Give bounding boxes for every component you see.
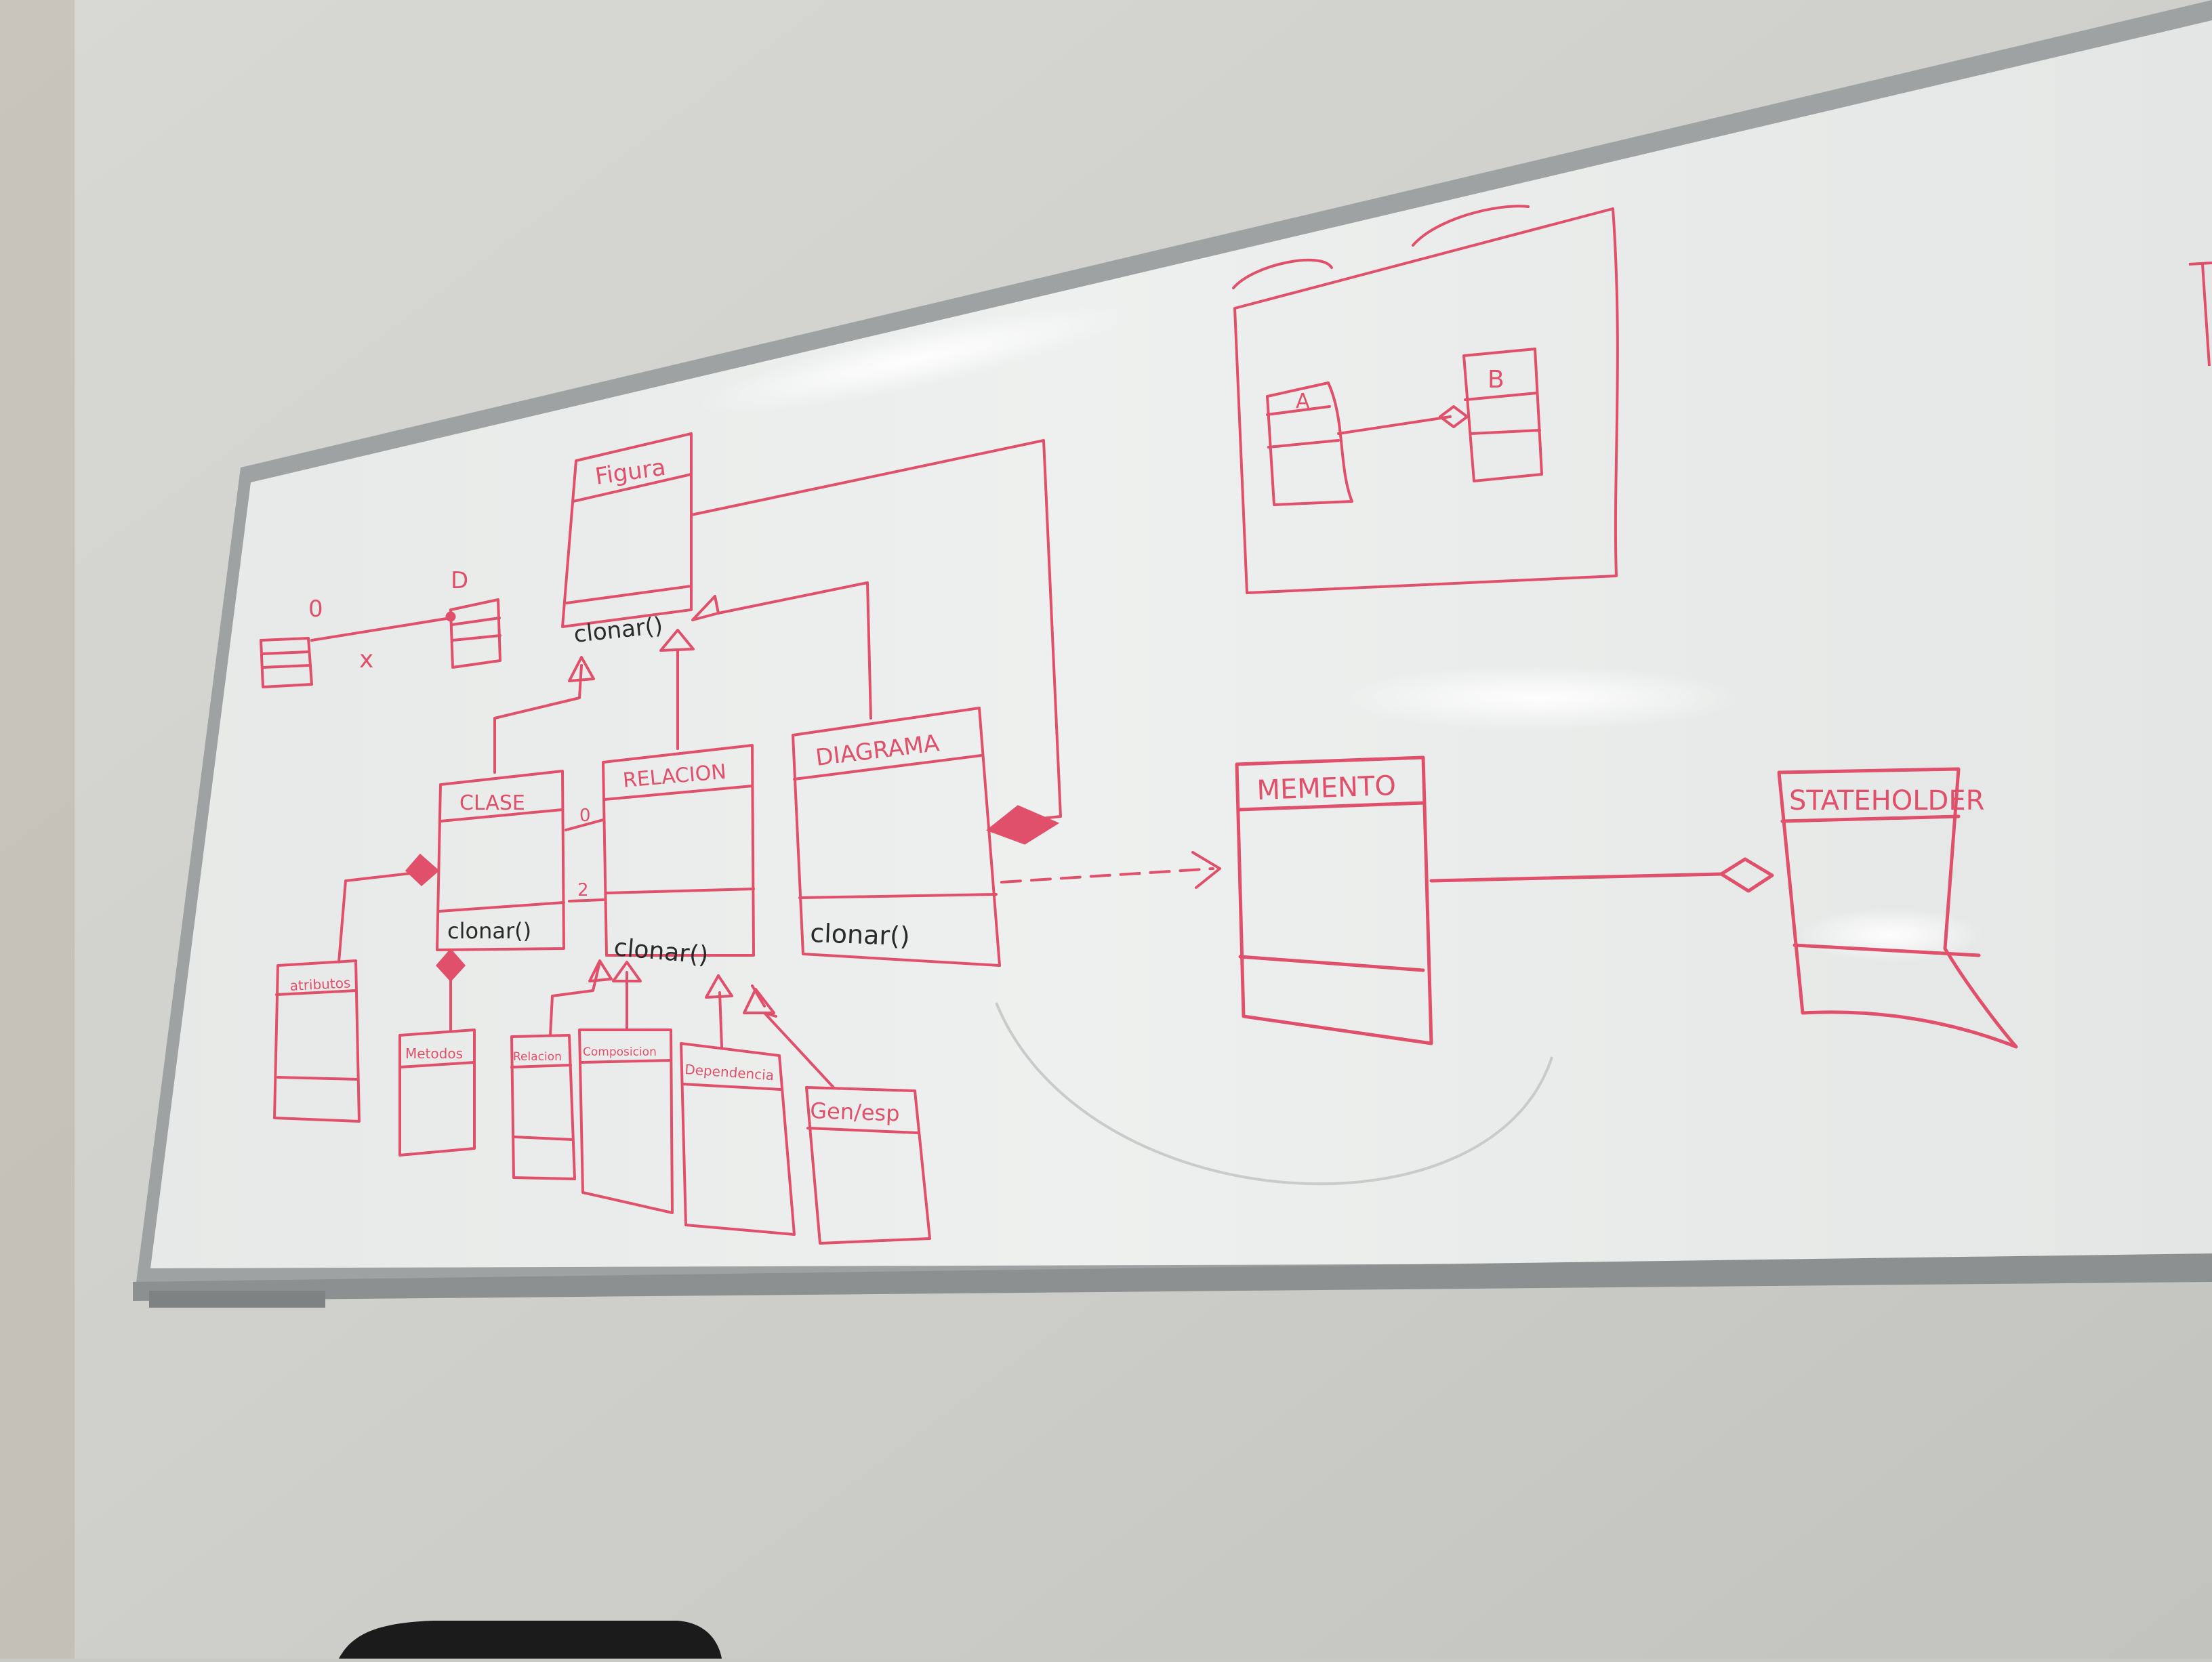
atributos-dividers	[275, 989, 359, 1081]
multiplicity-d-label: D	[451, 567, 468, 594]
clase-label: CLASE	[459, 791, 525, 815]
metodos-divider	[398, 1061, 476, 1068]
eraser	[149, 1291, 325, 1308]
composicion-label: Composicion	[583, 1045, 657, 1059]
ab-frame	[1233, 207, 1619, 594]
ab-top-arc-left	[1232, 258, 1333, 289]
multiplicity-x-label: x	[359, 646, 373, 673]
diagrama-box	[792, 707, 1001, 967]
ab-association	[1337, 415, 1452, 435]
diagrama-inheritance-line	[717, 581, 872, 720]
memento-label: MEMENTO	[1256, 770, 1397, 806]
gen-esp-inheritance-arrow	[743, 988, 775, 1014]
dependencia-inheritance-arrow	[705, 974, 733, 999]
box-b-label: B	[1488, 366, 1504, 394]
clase-method-label: clonar()	[447, 918, 531, 944]
memento-box	[1235, 755, 1433, 1045]
memento-dependency-line	[1000, 867, 1214, 884]
clase-inheritance-arrow	[568, 656, 595, 682]
relacion-dividers	[603, 785, 755, 894]
diagrama-inheritance-arrow	[691, 595, 720, 621]
glare-middle	[1335, 665, 1742, 730]
memento-stateholder-link	[1429, 872, 1723, 883]
atributos-box	[273, 959, 361, 1123]
relacion-inheritance-arrow	[659, 629, 695, 652]
composicion-box	[578, 1029, 674, 1214]
ab-sketch	[1232, 205, 1619, 594]
stateholder-label: STATEHOLDER	[1789, 785, 1984, 816]
chair-silhouette	[339, 1621, 722, 1659]
diagrama-aggregation-diamond	[985, 805, 1060, 845]
multiplicity-0-label: 0	[308, 596, 323, 623]
assoc-right-box	[449, 598, 501, 669]
stateholder-aggregation-diamond	[1719, 857, 1774, 893]
figura-dividers	[565, 473, 693, 604]
filled-diamonds	[405, 611, 1060, 982]
relacion-sub-dividers	[510, 1064, 574, 1141]
assoc-dot	[445, 611, 456, 622]
clase-inheritance-line	[493, 664, 583, 774]
right-edge-sketch	[2188, 262, 2212, 367]
diagrama-dividers	[793, 754, 998, 899]
memento-dependency-arrowhead	[1191, 851, 1221, 889]
relacion-sub-label: Relacion	[513, 1050, 562, 1064]
erased-arc	[995, 1002, 1553, 1186]
relacion-clase-links	[565, 818, 605, 902]
relacion-sub-inheritance-line	[549, 961, 601, 1037]
assoc-left-box	[260, 637, 313, 688]
dependencia-box	[680, 1042, 796, 1236]
box-a	[1266, 381, 1353, 506]
clase-metodos-diamond	[435, 948, 466, 982]
atributos-link	[337, 869, 435, 963]
relacion-box	[602, 744, 755, 957]
assoc-right-dividers	[451, 617, 501, 642]
gen-esp-label: Gen/esp	[810, 1098, 900, 1127]
memento-dividers	[1237, 801, 1427, 972]
assoc-left-dividers	[260, 650, 312, 669]
dependencia-divider	[682, 1083, 782, 1091]
box-a-dividers	[1266, 405, 1340, 449]
clase-mult-2-label: 2	[577, 880, 589, 900]
assoc-line	[310, 617, 452, 642]
stateholder-dividers	[1780, 814, 1981, 957]
metodos-box	[398, 1029, 476, 1157]
metodos-label: Metodos	[405, 1045, 463, 1062]
stateholder-box	[1777, 767, 2018, 1049]
diagrama-method-label: clonar()	[810, 918, 911, 951]
composicion-inheritance-arrow	[612, 961, 642, 982]
clase-dividers	[438, 808, 565, 913]
figura-box	[561, 432, 693, 628]
gen-esp-divider	[806, 1127, 920, 1134]
glare-top	[696, 305, 1134, 413]
ab-top-arc-right	[1412, 205, 1530, 247]
clase-atributos-diamond	[405, 853, 440, 887]
clase-mult-0-label: 0	[579, 806, 591, 826]
relacion-sub-inheritance-arrow	[588, 959, 613, 982]
clase-box	[436, 770, 565, 951]
gen-esp-box	[805, 1086, 931, 1245]
board-tray	[133, 1253, 2212, 1301]
memento-diagram	[1235, 755, 2018, 1049]
prototype-diagram	[260, 432, 1221, 1245]
composicion-divider	[580, 1059, 672, 1064]
red-labels: Figura CLASE RELACION DIAGRAMA atributos…	[289, 366, 1984, 1127]
box-a-label: A	[1296, 390, 1310, 413]
box-b	[1462, 348, 1543, 482]
ab-diamond	[1439, 405, 1469, 428]
box-b-dividers	[1464, 392, 1541, 435]
wall-edge	[0, 0, 75, 1659]
atributos-label: atributos	[289, 974, 351, 994]
